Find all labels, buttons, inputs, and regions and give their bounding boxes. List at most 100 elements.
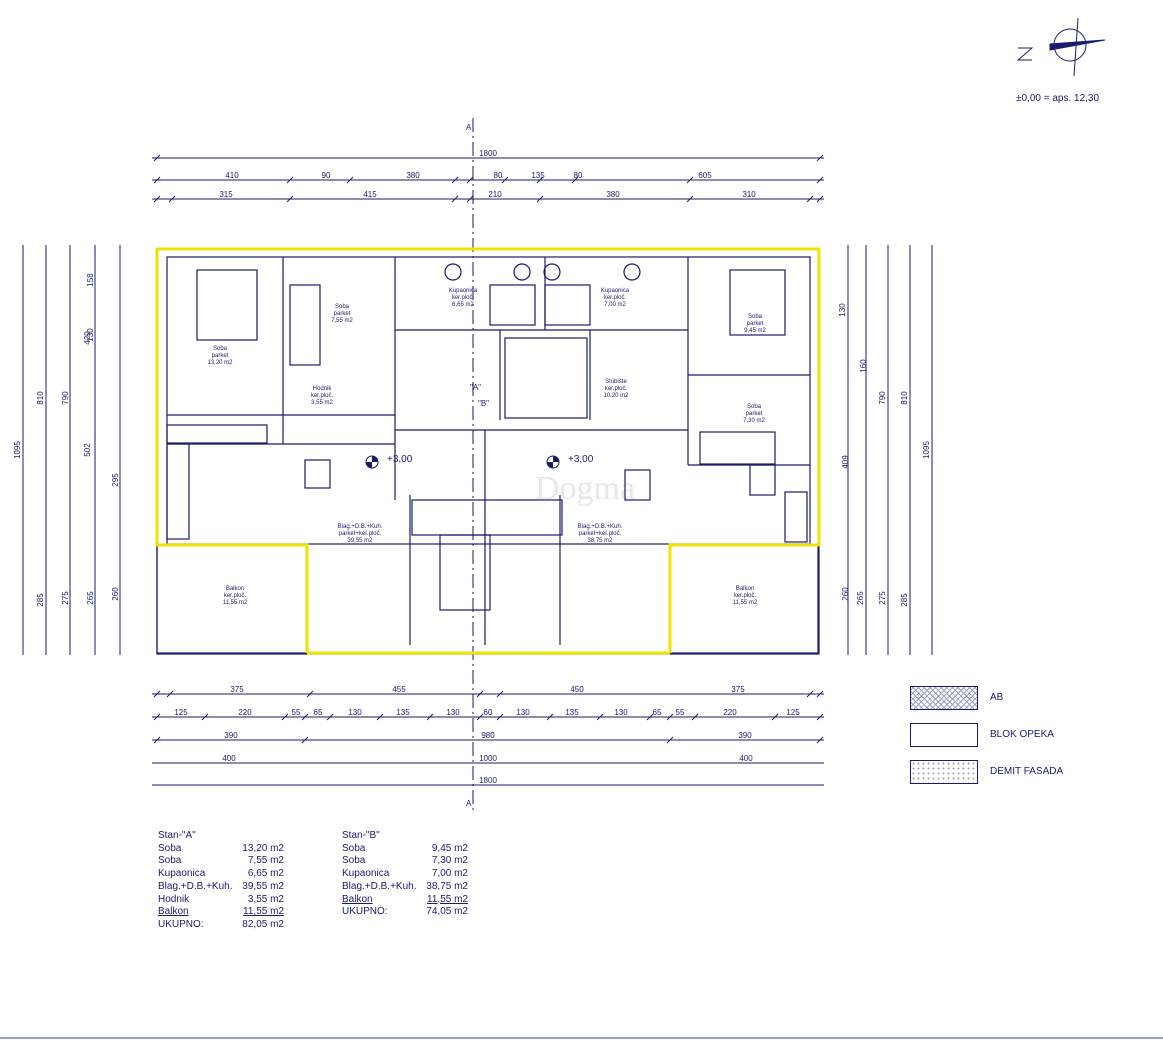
room-name: Kupaonica [601, 288, 630, 294]
dimension-label: 375 [731, 685, 745, 694]
table-title: Stan-"B" [342, 830, 380, 841]
level-mark: +3,00 [568, 454, 594, 465]
room-area: 7,30 m2 [431, 855, 468, 867]
dimension-label: 410 [225, 171, 239, 180]
dimension-label: 130 [838, 303, 847, 317]
room-area: 9,45 m2 [744, 328, 766, 334]
table-row: Blag.+D.B.+Kuh.38,75 m2 [342, 881, 468, 894]
dimension-label: 400 [222, 754, 236, 763]
room-name: Hodnik [158, 893, 190, 905]
dimension-label: 1800 [479, 149, 497, 158]
room-finish: ker.ploč. [224, 593, 247, 599]
room-name: Balkon [342, 893, 373, 905]
dimension-label: 275 [61, 591, 70, 605]
table-row: Soba 7,30 m2 [342, 855, 468, 868]
page-divider [0, 1037, 1163, 1039]
room-area: 3,55 m2 [247, 893, 284, 905]
room-name: Kupaonica [449, 288, 478, 294]
room-area: 3,55 m2 [311, 400, 333, 406]
room-name: Blag.+D.B.+Kuh. [338, 524, 383, 530]
table-total-row: UKUPNO: 82,05 m2 [158, 919, 284, 932]
dimension-label: 1800 [479, 776, 497, 785]
dimension-label: 285 [900, 593, 909, 607]
total-value: 82,05 m2 [242, 918, 284, 930]
dimension-label: 65 [314, 708, 323, 717]
dimension-label: 210 [488, 190, 502, 199]
room-area: 38,75 m2 [587, 538, 613, 544]
dimension-label: 980 [481, 731, 495, 740]
dimension-label: 375 [230, 685, 244, 694]
dimension-label: 265 [86, 591, 95, 605]
dimension-label: 55 [676, 708, 685, 717]
north-arrow-icon [1016, 17, 1106, 77]
dimension-label: 810 [900, 391, 909, 405]
total-label: UKUPNO: [342, 906, 388, 918]
dimension-label: 80 [494, 171, 503, 180]
flat-marker: "B" [478, 399, 489, 408]
dimension-label: 1095 [13, 441, 22, 459]
room-finish: parket [746, 411, 763, 417]
dimension-label: 455 [392, 685, 406, 694]
dimension-label: 260 [111, 587, 120, 601]
facade-outline [155, 247, 821, 653]
room-name: Balkon [736, 586, 754, 592]
legend-item: BLOK OPEKA [910, 722, 1063, 747]
room-area: 6,65 m2 [452, 302, 474, 308]
dimension-label: 220 [238, 708, 252, 717]
room-name: Soba [342, 855, 366, 867]
room-area: 11,55 m2 [733, 600, 758, 606]
dimension-label: 420 [83, 331, 92, 345]
room-finish: ker.ploč. [452, 295, 475, 301]
room-area: 11,55 m2 [243, 906, 284, 918]
section-marker: A [466, 123, 472, 132]
room-name: Hodnik [313, 386, 333, 392]
room-finish: ker.ploč. [605, 386, 628, 392]
dimension-label: 158 [86, 273, 95, 287]
room-name: Kupaonica [158, 868, 206, 880]
dimension-label: 90 [322, 171, 331, 180]
crosshatch-swatch-icon [910, 685, 978, 710]
dimension-label: 790 [61, 391, 70, 405]
legend-label: BLOK OPEKA [990, 729, 1054, 740]
legend: AB BLOK OPEKA DEMIT FASADA [910, 685, 1063, 796]
total-label: UKUPNO: [158, 918, 204, 930]
room-finish: parket+ker.ploč. [579, 531, 622, 537]
dimension-label: 415 [363, 190, 377, 199]
dimension-label: 409 [841, 455, 850, 469]
total-value: 74,05 m2 [426, 906, 468, 918]
dimension-label: 130 [446, 708, 460, 717]
building-outline [156, 248, 820, 655]
dimension-label: 1095 [922, 441, 931, 459]
dimension-label: 130 [86, 328, 95, 342]
height-reference: ±0,00 = aps. 12,30 [1016, 93, 1100, 104]
dimension-label: 135 [531, 171, 545, 180]
table-total-row: UKUPNO: 74,05 m2 [342, 906, 468, 919]
room-area: 11,55 m2 [223, 600, 248, 606]
room-name: Blag.+D.B.+Kuh. [342, 880, 417, 892]
dimension-label: 160 [859, 359, 868, 373]
table-title: Stan-"A" [158, 830, 196, 841]
section-marker: A [466, 799, 472, 808]
dimension-label: 285 [36, 593, 45, 607]
legend-item: DEMIT FASADA [910, 759, 1063, 784]
room-name: Soba [342, 842, 366, 854]
room-name: Soba [747, 404, 762, 410]
dimension-label: 275 [878, 591, 887, 605]
room-name: Kupaonica [342, 868, 390, 880]
dimension-label: 260 [841, 587, 850, 601]
room-area: 6,65 m2 [247, 868, 284, 880]
dimension-label: 65 [653, 708, 662, 717]
room-area: 13,20 m2 [242, 842, 284, 854]
room-area: 39,55 m2 [242, 880, 284, 892]
dimension-label: 130 [516, 708, 530, 717]
dimension-label: 125 [786, 708, 800, 717]
dimension-label: 135 [565, 708, 579, 717]
